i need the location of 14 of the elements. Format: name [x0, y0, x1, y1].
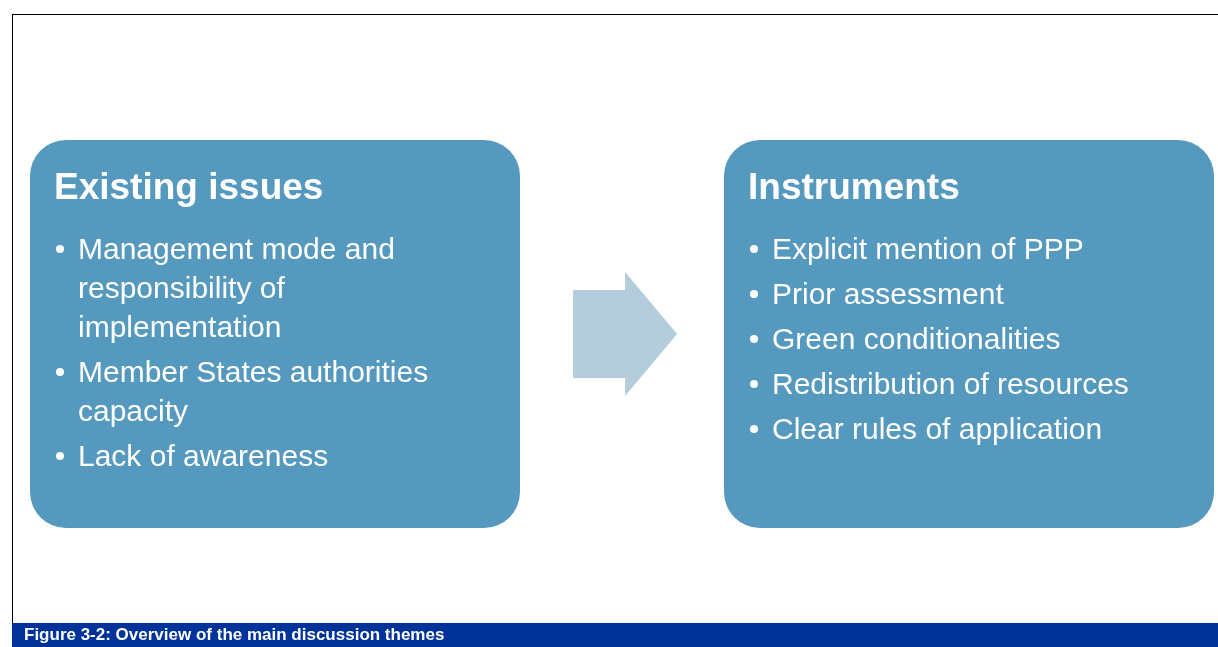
- bullet-item: Lack of awareness: [78, 438, 329, 472]
- bullet-item: Clear rules of application: [772, 411, 1103, 445]
- box-heading: Existing issues: [54, 166, 325, 209]
- rounded-box: [30, 140, 520, 528]
- box-heading: Instruments: [748, 166, 961, 209]
- bullet-item: Green conditionalities: [772, 321, 1061, 355]
- bullet-item: Prior assessment: [772, 276, 1004, 310]
- bullet-item: Explicit mention of PPP: [772, 231, 1084, 265]
- bullet-item: Management mode and responsibility of implementation: [78, 231, 395, 343]
- bullet-item: Member States authorities capacity: [78, 354, 429, 427]
- block-arrow: [573, 272, 678, 396]
- figure-caption: Figure 3-2: Overview of the main discussion themes: [12, 623, 1218, 647]
- bullet-item: Redistribution of resources: [772, 366, 1129, 400]
- rounded-box: [724, 140, 1214, 528]
